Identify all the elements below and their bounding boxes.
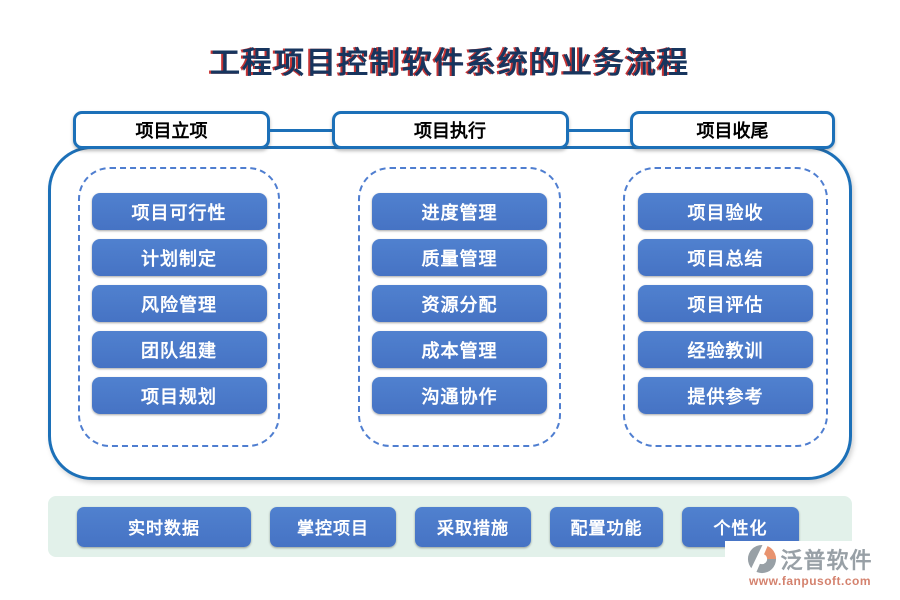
phase-header-row: 项目立项 项目执行 项目收尾 bbox=[73, 111, 835, 149]
footer-button-1[interactable]: 掌控项目 bbox=[270, 506, 396, 547]
brand-block: 泛普软件 www.fanpusoft.com bbox=[725, 541, 895, 592]
phase-connector-line bbox=[568, 128, 630, 132]
footer-button-4[interactable]: 个性化 bbox=[682, 506, 799, 547]
footer-button-2[interactable]: 采取措施 bbox=[415, 506, 531, 547]
phase-columns: 项目可行性计划制定风险管理团队组建项目规划进度管理质量管理资源分配成本管理沟通协… bbox=[48, 167, 848, 447]
phase-1-item-button-1[interactable]: 质量管理 bbox=[372, 239, 547, 276]
phase-0-item-button-1[interactable]: 计划制定 bbox=[91, 239, 267, 276]
fanpu-logo-icon bbox=[747, 544, 777, 574]
phase-1-item-button-0[interactable]: 进度管理 bbox=[372, 193, 547, 230]
phase-column-1: 进度管理质量管理资源分配成本管理沟通协作 bbox=[358, 167, 561, 447]
phase-2-item-button-1[interactable]: 项目总结 bbox=[638, 239, 813, 276]
phase-connector-line bbox=[270, 128, 332, 132]
phase-column-0: 项目可行性计划制定风险管理团队组建项目规划 bbox=[78, 167, 280, 447]
phase-header-2: 项目收尾 bbox=[630, 111, 835, 149]
phase-0-item-button-0[interactable]: 项目可行性 bbox=[91, 193, 267, 230]
phase-2-item-button-4[interactable]: 提供参考 bbox=[638, 377, 813, 414]
phase-1-item-button-4[interactable]: 沟通协作 bbox=[372, 377, 547, 414]
phase-0-item-button-2[interactable]: 风险管理 bbox=[91, 285, 267, 322]
brand-url-link[interactable]: www.fanpusoft.com bbox=[748, 574, 872, 588]
phase-1-item-button-3[interactable]: 成本管理 bbox=[372, 331, 547, 368]
brand-name: 泛普软件 bbox=[780, 548, 873, 573]
footer-button-3[interactable]: 配置功能 bbox=[550, 506, 663, 547]
phase-1-item-button-2[interactable]: 资源分配 bbox=[372, 285, 547, 322]
phase-0-item-button-3[interactable]: 团队组建 bbox=[91, 331, 267, 368]
phase-2-item-button-0[interactable]: 项目验收 bbox=[638, 193, 813, 230]
footer-feature-bar: 实时数据掌控项目采取措施配置功能个性化 bbox=[48, 496, 852, 557]
phase-0-item-button-4[interactable]: 项目规划 bbox=[91, 377, 267, 414]
phase-header-0: 项目立项 bbox=[73, 111, 270, 149]
footer-button-0[interactable]: 实时数据 bbox=[77, 506, 251, 547]
phase-column-2: 项目验收项目总结项目评估经验教训提供参考 bbox=[623, 167, 828, 447]
page-title: 工程项目控制软件系统的业务流程 bbox=[210, 47, 690, 80]
phase-2-item-button-2[interactable]: 项目评估 bbox=[638, 285, 813, 322]
phase-header-1: 项目执行 bbox=[331, 111, 569, 149]
brand-top-row: 泛普软件 bbox=[725, 543, 895, 575]
phase-2-item-button-3[interactable]: 经验教训 bbox=[638, 331, 813, 368]
